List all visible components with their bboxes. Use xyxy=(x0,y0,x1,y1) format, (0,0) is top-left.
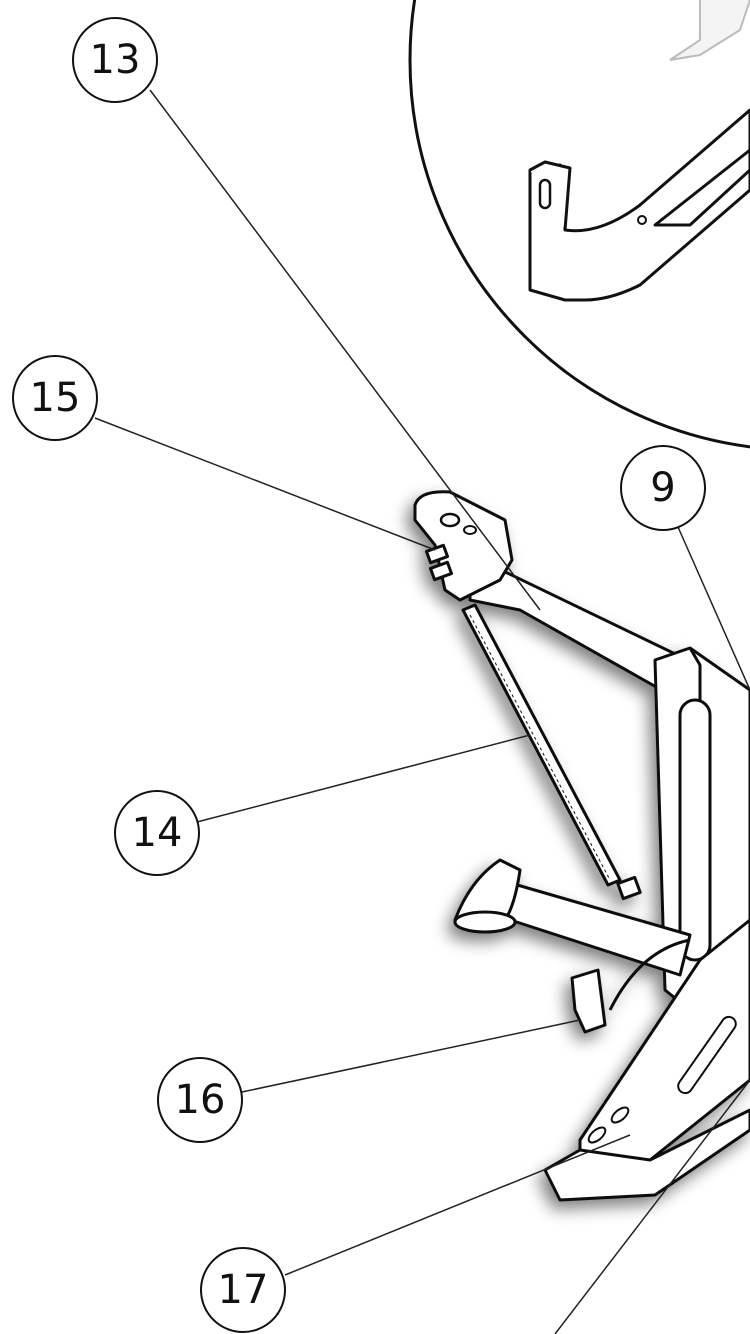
callout-label: 9 xyxy=(650,465,675,511)
frame-assembly xyxy=(413,490,750,1202)
callout-label: 17 xyxy=(218,1267,269,1313)
callout-16: 16 xyxy=(157,1057,243,1143)
callout-label: 16 xyxy=(175,1077,226,1123)
detail-inset xyxy=(408,0,750,449)
callout-17: 17 xyxy=(200,1247,286,1333)
callout-label: 14 xyxy=(132,810,183,856)
callout-9: 9 xyxy=(620,445,706,531)
callout-label: 15 xyxy=(30,375,81,421)
leader-lines xyxy=(94,89,750,1334)
callout-14: 14 xyxy=(114,790,200,876)
callout-label: 13 xyxy=(90,37,141,83)
callout-15: 15 xyxy=(12,355,98,441)
callout-13: 13 xyxy=(72,17,158,103)
